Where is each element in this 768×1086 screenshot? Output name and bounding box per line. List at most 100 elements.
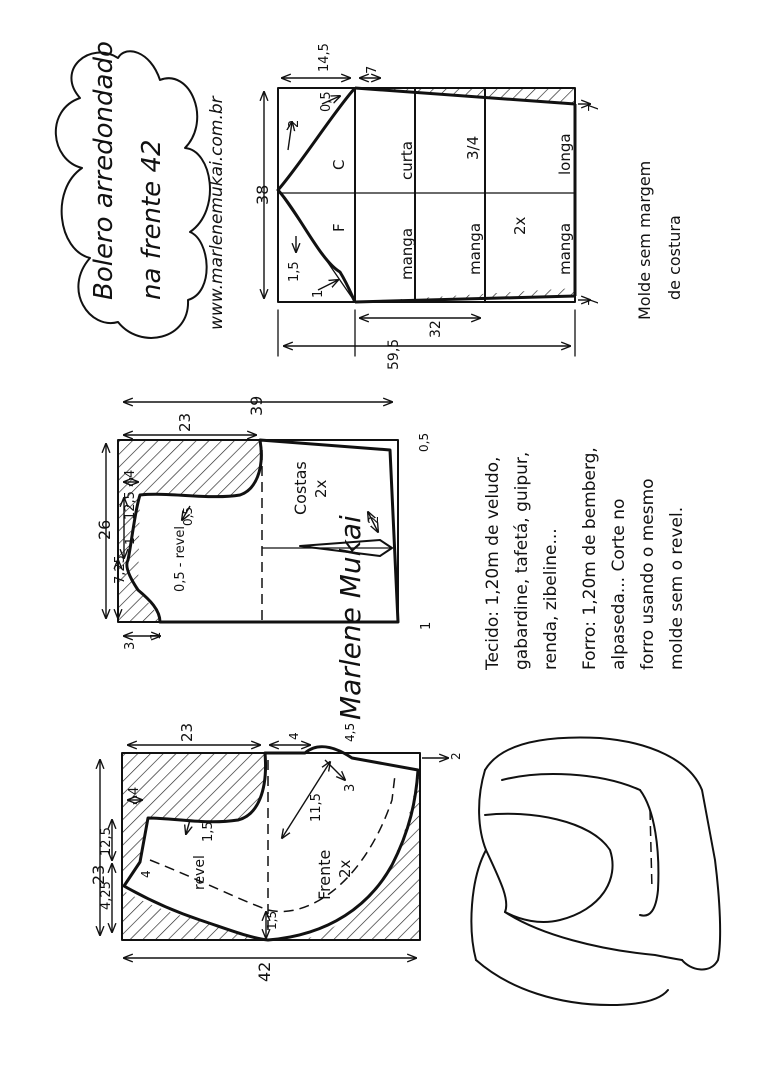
back-dart-value: 2 <box>367 516 382 524</box>
front-side-value: 4,25 <box>99 881 114 910</box>
back-dart-arrow <box>368 512 378 532</box>
front-top-4: 4 <box>287 732 301 740</box>
sleeve-edge-top <box>354 86 576 106</box>
sleeve-cap-arrow-4 <box>317 280 338 291</box>
sketch-dart <box>649 809 653 891</box>
sleeve-count: 2x <box>511 216 529 235</box>
sleeve-cap-mark-1: 1 <box>311 290 326 298</box>
back-hatch <box>118 440 262 622</box>
note-line-5: alpaseda... Corte no <box>609 499 629 670</box>
sleeve-side-mark-top: 7 <box>587 104 602 112</box>
front-bottom-mark: 1,5 <box>265 911 279 930</box>
sleeve-cap-mark-2: 2 <box>287 120 302 128</box>
sleeve-dim-145: 14,5 <box>317 43 332 72</box>
sleeve-cap-arrow-2 <box>321 96 340 105</box>
front-23-top-value: 23 <box>178 723 196 742</box>
front-length-value: 23 <box>89 865 108 885</box>
front-armhole-value: 12,5 <box>99 827 114 856</box>
sleeve-edge-bottom <box>354 294 576 304</box>
mold-note-line-1: Molde sem margem <box>635 161 654 320</box>
back-armhole-value: 12,5 <box>123 491 138 520</box>
back-bottom-3: 3 <box>123 642 138 650</box>
front-outline <box>122 745 420 942</box>
note-line-3: renda, zibeline... <box>541 528 561 670</box>
front-top-2: 2 <box>449 752 463 760</box>
back-length-value: 26 <box>95 520 114 540</box>
front-pattern: Frente 2x revel 11,5 3 23 4 4,5 2 23 4 1… <box>89 723 463 982</box>
bolero-sketch <box>470 736 722 1006</box>
fabric-notes: Tecido: 1,20m de veludo, gabardine, tafe… <box>483 447 687 671</box>
sleeve-cap-guide-2 <box>277 189 356 303</box>
front-side-mark: 4 <box>139 870 153 878</box>
back-armhole-arrow <box>182 505 191 520</box>
title-cloud <box>54 50 211 339</box>
back-pattern: Costas 2x 2 39 23 0,5 26 4 12,5 1 0,5 7,… <box>95 396 434 650</box>
sleeve-pattern: C F curta 3/4 longa manga manga 2x manga… <box>253 43 602 370</box>
front-diag-arrow <box>324 759 345 780</box>
front-count: 2x <box>336 859 354 878</box>
back-reveal-label: 0,5 - revel <box>173 526 188 592</box>
sketch-sleeve <box>475 959 669 1006</box>
sleeve-row-manga-2: manga <box>466 223 484 275</box>
front-label: Frente <box>315 850 334 900</box>
front-reveal-line <box>149 774 396 913</box>
sleeve-dim-top-7: 7 <box>365 66 380 74</box>
back-23-value: 23 <box>176 413 194 432</box>
front-reveal-label: revel <box>192 855 208 890</box>
sleeve-row-manga-3: manga <box>556 223 574 275</box>
back-side-value: 7,25 <box>113 555 128 584</box>
back-label: Costas <box>291 461 310 515</box>
sketch-collar-outer <box>501 773 641 791</box>
back-armhole-mark-1: 1 <box>123 537 137 545</box>
sleeve-cap-mark-15: 1,5 <box>287 261 302 282</box>
sleeve-side-mark-bottom: 7 <box>587 298 602 306</box>
title-line-1: Bolero arredondado <box>89 41 119 300</box>
front-width-value: 42 <box>255 962 274 982</box>
title-block: Bolero arredondado na frente 42 <box>54 41 211 339</box>
note-line-7: molde sem o revel. <box>667 507 687 670</box>
sleeve-cap-guide-1 <box>277 87 356 191</box>
note-line-6: forro usando o mesmo <box>638 478 658 670</box>
note-line-4: Forro: 1,20m de bemberg, <box>580 447 600 670</box>
front-armhole-mark: 1,5 <box>201 821 216 842</box>
back-neck-value: 4 <box>123 470 138 478</box>
front-diag-mark: 3 <box>343 784 358 792</box>
back-outline <box>125 438 400 624</box>
sleeve-hatch-bottom <box>355 288 575 302</box>
sketch-left-side <box>470 769 487 961</box>
signature: Marlene Mukai <box>334 515 367 720</box>
sleeve-row-curta: curta <box>398 141 416 180</box>
sleeve-cap-arrow-1 <box>288 122 292 151</box>
front-neck-value: 4 <box>127 787 142 795</box>
front-diag-value: 11,5 <box>309 793 324 822</box>
front-hatch-top <box>122 753 266 880</box>
sleeve-label-f: F <box>330 223 348 232</box>
sleeve-label-c: C <box>330 160 348 170</box>
back-width-value: 39 <box>247 396 266 416</box>
sketch-front-left <box>485 849 508 913</box>
front-hatch-right <box>300 770 420 940</box>
note-line-1: Tecido: 1,20m de veludo, <box>483 457 503 671</box>
sleeve-width-value: 38 <box>253 185 272 205</box>
front-dim-diag <box>282 762 330 838</box>
back-count: 2x <box>312 479 330 498</box>
back-right-small: 0,5 <box>417 433 431 452</box>
sleeve-32-value: 32 <box>428 320 444 338</box>
front-hatch-bottom-left <box>122 890 268 940</box>
sleeve-row-longa: longa <box>556 133 574 175</box>
front-top-45: 4,5 <box>343 723 357 742</box>
sketch-front-right <box>639 789 660 917</box>
sleeve-rect <box>277 87 576 303</box>
title-line-2: na frente 42 <box>137 139 167 300</box>
sketch-neckline-reveal <box>484 812 614 923</box>
sleeve-length-value: 59,5 <box>386 339 402 370</box>
mold-note-line-2: de costura <box>665 215 684 300</box>
back-bottom-1b: 1 <box>419 622 434 630</box>
front-armhole-arrow <box>186 819 190 834</box>
sketch-hem <box>504 911 683 961</box>
note-line-2: gabardine, tafetá, guipur, <box>512 452 532 670</box>
sleeve-row-34: 3/4 <box>464 136 482 160</box>
sleeve-row-manga-1: manga <box>398 228 416 280</box>
website-text: www.marlenemukai.com.br <box>207 95 227 330</box>
